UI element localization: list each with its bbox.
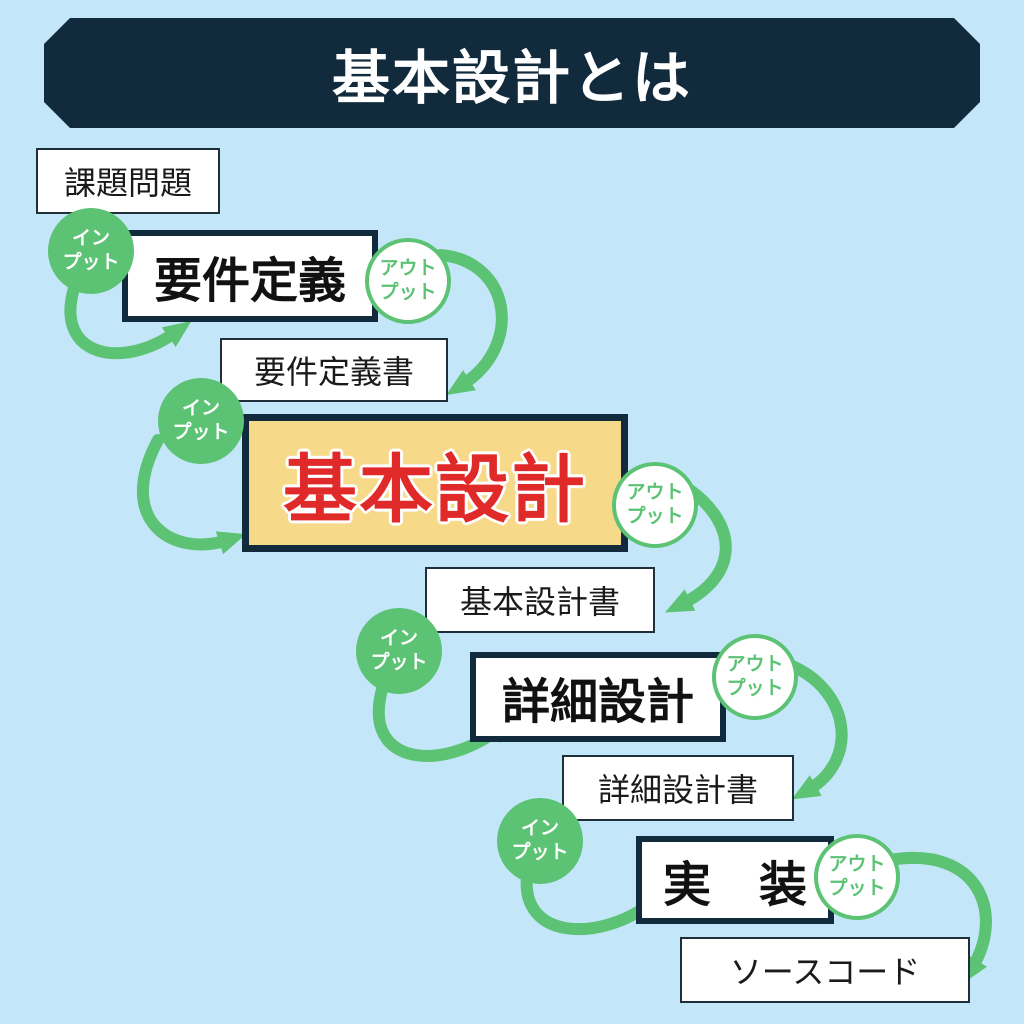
output-arrow-requirements	[434, 249, 508, 396]
output-badge-line1: アウト	[828, 853, 886, 876]
doc-basic-design: 基本設計書	[425, 567, 655, 633]
doc-detailed-design-label: 詳細設計書	[597, 771, 758, 809]
doc-requirements: 要件定義書	[220, 338, 448, 402]
phase-requirements-label: 要件定義	[153, 253, 346, 309]
output-badge-line2: プット	[379, 281, 437, 303]
output-badge: アウト プット	[612, 462, 698, 548]
input-arrow-implementation	[520, 864, 670, 936]
output-arrow-basic-design	[665, 484, 732, 613]
phase-requirements: 要件定義	[122, 230, 378, 322]
output-arrow-detailed-design	[784, 659, 848, 800]
doc-detailed-design: 詳細設計書	[562, 755, 794, 821]
title-bar: 基本設計とは	[44, 18, 980, 128]
doc-source-code-label: ソースコード	[729, 953, 921, 991]
phase-basic-design-label: 基本設計	[283, 446, 587, 533]
input-badge: イン プット	[48, 208, 134, 294]
output-badge: アウト プット	[712, 634, 798, 720]
doc-issues: 課題問題	[36, 148, 220, 214]
phase-implementation: 実 装	[636, 836, 834, 924]
input-arrow-basic-design	[137, 434, 247, 555]
output-badge-line1: アウト	[726, 653, 784, 676]
input-badge-line2: プット	[172, 421, 230, 443]
output-badge: アウト プット	[365, 238, 451, 324]
output-badge-line2: プット	[828, 877, 886, 899]
input-badge: イン プット	[356, 608, 442, 694]
phase-basic-design-highlighted: 基本設計	[242, 414, 628, 552]
input-badge-line2: プット	[62, 251, 120, 273]
output-badge: アウト プット	[814, 834, 900, 920]
doc-source-code: ソースコード	[680, 937, 970, 1003]
input-badge-line1: イン	[71, 227, 110, 250]
input-badge: イン プット	[158, 378, 244, 464]
phase-implementation-label: 実 装	[662, 857, 807, 913]
input-arrow-requirements	[64, 279, 192, 360]
output-badge-line1: アウト	[626, 481, 684, 504]
input-badge-line2: プット	[370, 651, 428, 673]
input-badge-line1: イン	[520, 817, 559, 840]
output-badge-line2: プット	[626, 505, 684, 527]
phase-detailed-design-label: 詳細設計	[501, 674, 694, 730]
doc-basic-design-label: 基本設計書	[459, 583, 620, 621]
input-badge-line1: イン	[181, 397, 220, 420]
output-badge-line1: アウト	[379, 257, 437, 280]
input-arrow-detailed-design	[372, 674, 515, 762]
page-title: 基本設計とは	[331, 44, 692, 112]
output-badge-line2: プット	[726, 677, 784, 699]
phase-detailed-design: 詳細設計	[470, 652, 726, 742]
input-badge-line1: イン	[379, 627, 418, 650]
input-badge: イン プット	[497, 798, 583, 884]
input-badge-line2: プット	[511, 841, 569, 863]
doc-issues-label: 課題問題	[63, 164, 192, 202]
doc-requirements-label: 要件定義書	[253, 353, 414, 391]
output-arrow-implementation	[884, 852, 992, 985]
